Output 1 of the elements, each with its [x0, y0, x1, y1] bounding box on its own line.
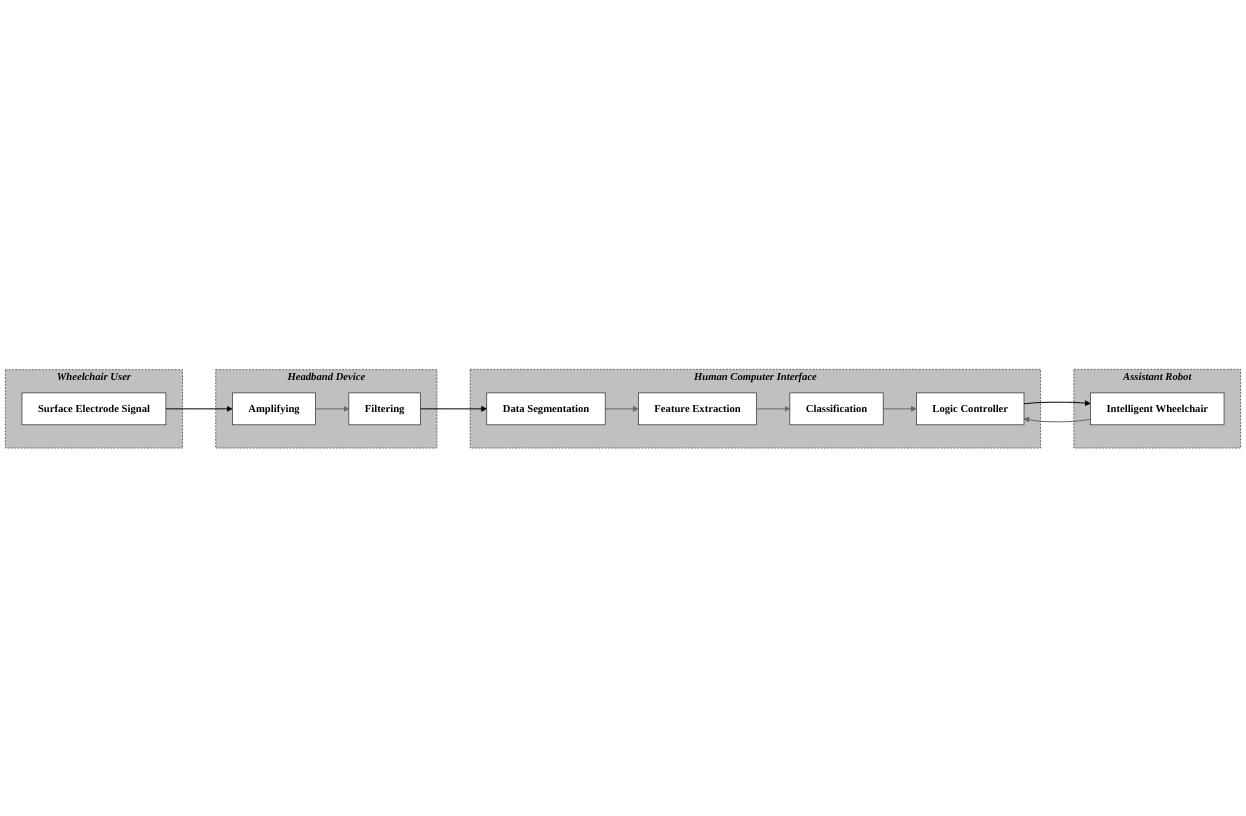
- arrow: [882, 405, 917, 412]
